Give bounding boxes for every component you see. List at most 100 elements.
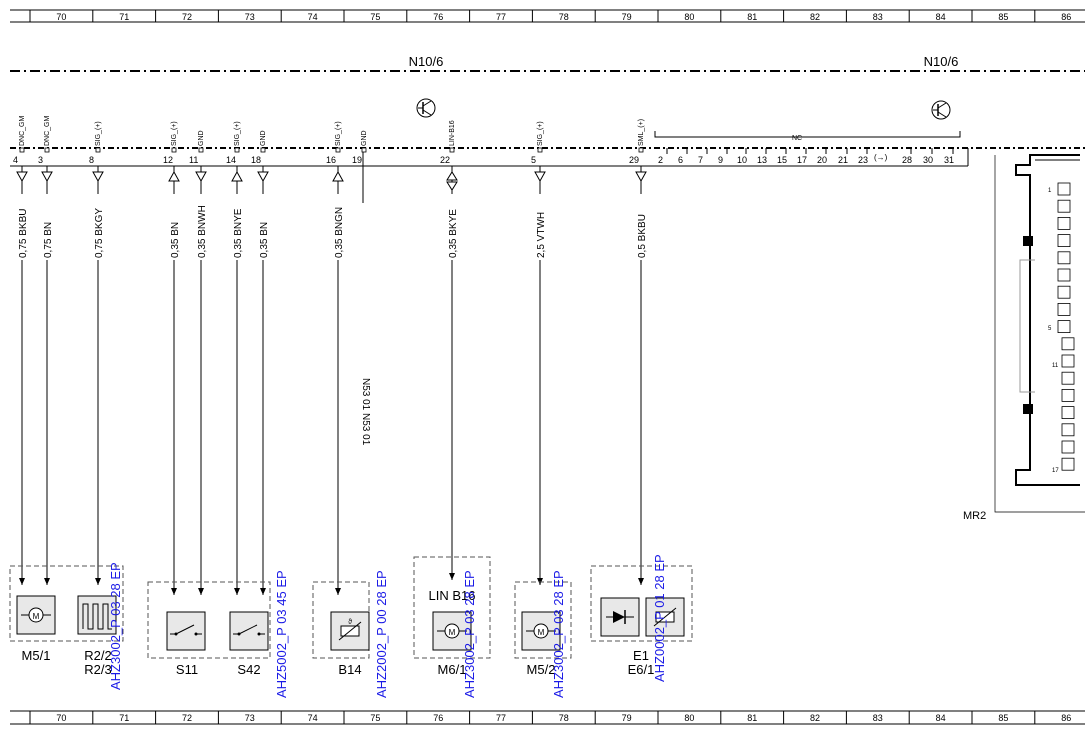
ruler-column-label: 85 — [998, 12, 1008, 22]
side-pin-5: 5 — [1048, 326, 1052, 332]
svg-text:ϑ: ϑ — [348, 619, 352, 626]
arrowhead — [260, 588, 266, 595]
pin-terminal — [260, 147, 266, 153]
ruler-column-label: 73 — [245, 12, 255, 22]
side-connector — [994, 154, 1085, 513]
arrow-up-icon — [446, 171, 458, 181]
reference-link[interactable]: AHZ3002_P 03 28 EP — [462, 570, 477, 698]
connector-cell — [1057, 268, 1071, 282]
wire-label: 0,35 BNGN — [334, 207, 345, 258]
switch-icon — [166, 611, 206, 651]
arrowhead — [44, 578, 50, 585]
pin-signal-label: LIN-B16 — [449, 120, 456, 146]
arrow-down-icon — [41, 171, 53, 183]
pin-signal-label: SIG_(+) — [234, 121, 241, 146]
ruler-column-label: 81 — [747, 713, 757, 723]
ruler-column-label: 85 — [998, 713, 1008, 723]
module-label-left: N10/6 — [409, 54, 444, 69]
transistor-icon — [416, 98, 436, 118]
component-label-lin-b16: LIN B16 — [429, 588, 476, 603]
ruler-column-label: 78 — [559, 12, 569, 22]
arrowhead — [234, 588, 240, 595]
pin-terminal — [19, 147, 25, 153]
arrow-down-icon — [16, 171, 28, 183]
connector-pin-number: 14 — [226, 155, 236, 165]
component-label-r23: R2/3 — [84, 662, 111, 677]
arrow-down-icon — [446, 181, 458, 191]
nc-break-mark: (→) — [874, 153, 888, 162]
arrow-down-icon — [92, 171, 104, 183]
ruler-column-label: 80 — [684, 713, 694, 723]
group-m5-r2 — [9, 565, 124, 642]
motor-icon: M — [521, 611, 561, 651]
connector-cell — [1061, 354, 1075, 368]
nc-bracket: NC — [654, 131, 961, 142]
ruler-column-label: 75 — [370, 713, 380, 723]
nc-pin-number: 28 — [902, 155, 912, 165]
reference-link[interactable]: AHZ2002_P 00 28 EP — [374, 570, 389, 698]
arrow-down-icon — [257, 171, 269, 183]
pin-terminal — [361, 147, 367, 153]
connector-cell — [1061, 388, 1075, 402]
arrow-down-icon — [635, 171, 647, 183]
pin-signal-label: SIG_(+) — [95, 121, 102, 146]
ruler-column-label: 72 — [182, 12, 192, 22]
reference-link[interactable]: AHZ5002_P 03 45 EP — [274, 570, 289, 698]
pin-signal-label: GND — [260, 130, 267, 146]
reference-link[interactable]: AHZ3002_P 03 28 EP — [108, 562, 123, 690]
wire-label: 2,5 VTWH — [536, 212, 547, 258]
ruler-column-label: 84 — [936, 713, 946, 723]
side-pin-17: 17 — [1052, 468, 1059, 474]
ruler-column-label: 77 — [496, 12, 506, 22]
pin-signal-label: SML_(+) — [638, 119, 645, 146]
pin-terminal — [449, 147, 455, 153]
arrowhead — [171, 588, 177, 595]
switch-icon — [229, 611, 269, 651]
ruler-column-label: 80 — [684, 12, 694, 22]
pin-signal-label: SIG_(+) — [171, 121, 178, 146]
connector-cell — [1061, 371, 1075, 385]
svg-text:M: M — [449, 628, 456, 637]
ruler-column-label: 82 — [810, 713, 820, 723]
nc-pin-number: 31 — [944, 155, 954, 165]
component-label-s42: S42 — [237, 662, 260, 677]
module-label-right: N10/6 — [924, 54, 959, 69]
ruler-column-label: 73 — [245, 713, 255, 723]
arrow-up-icon — [168, 170, 180, 182]
connector-cell — [1061, 406, 1075, 420]
ruler-column-label: 70 — [56, 12, 66, 22]
wire-label: 0,35 BKYE — [448, 209, 459, 258]
reference-link[interactable]: AHZ0002_P 01 28 EP — [652, 554, 667, 682]
connector-pin-number: 12 — [163, 155, 173, 165]
ruler-column-label: 71 — [119, 12, 129, 22]
component-label-m52: M5/2 — [527, 662, 556, 677]
nc-pin-number: 30 — [923, 155, 933, 165]
ruler-column-label: 75 — [370, 12, 380, 22]
connector-cell — [1061, 423, 1075, 437]
connector-cell — [1057, 320, 1071, 334]
pin-signal-label: GND — [198, 130, 205, 146]
ruler-column-label: 86 — [1061, 12, 1071, 22]
component-label-m61: M6/1 — [438, 662, 467, 677]
arrowhead — [198, 588, 204, 595]
connector-pin-number: 22 — [440, 155, 450, 165]
group-s11-s42 — [147, 581, 271, 659]
wire-label: 0,75 BKGY — [94, 208, 105, 258]
pin-signal-label: DNC_GM — [44, 115, 51, 146]
pin-signal-label: SIG_(+) — [335, 121, 342, 146]
ruler-column-label: 74 — [308, 12, 318, 22]
reference-link[interactable]: AHZ3002_P 03 28 EP — [551, 570, 566, 698]
pin-signal-label: DNC_GM — [19, 115, 26, 146]
arrow-down-icon — [534, 171, 546, 183]
group-e1 — [590, 565, 693, 642]
arrowhead — [449, 573, 455, 580]
light-sensor-icon — [645, 597, 685, 637]
wire-label: 0,35 BNYE — [233, 208, 244, 258]
pin-terminal — [44, 147, 50, 153]
component-label-b14: B14 — [338, 662, 361, 677]
arrow-up-icon — [332, 170, 344, 182]
nc-label: NC — [792, 135, 802, 142]
ruler-column-label: 79 — [622, 713, 632, 723]
wire-label: 0,35 BN — [170, 222, 181, 258]
